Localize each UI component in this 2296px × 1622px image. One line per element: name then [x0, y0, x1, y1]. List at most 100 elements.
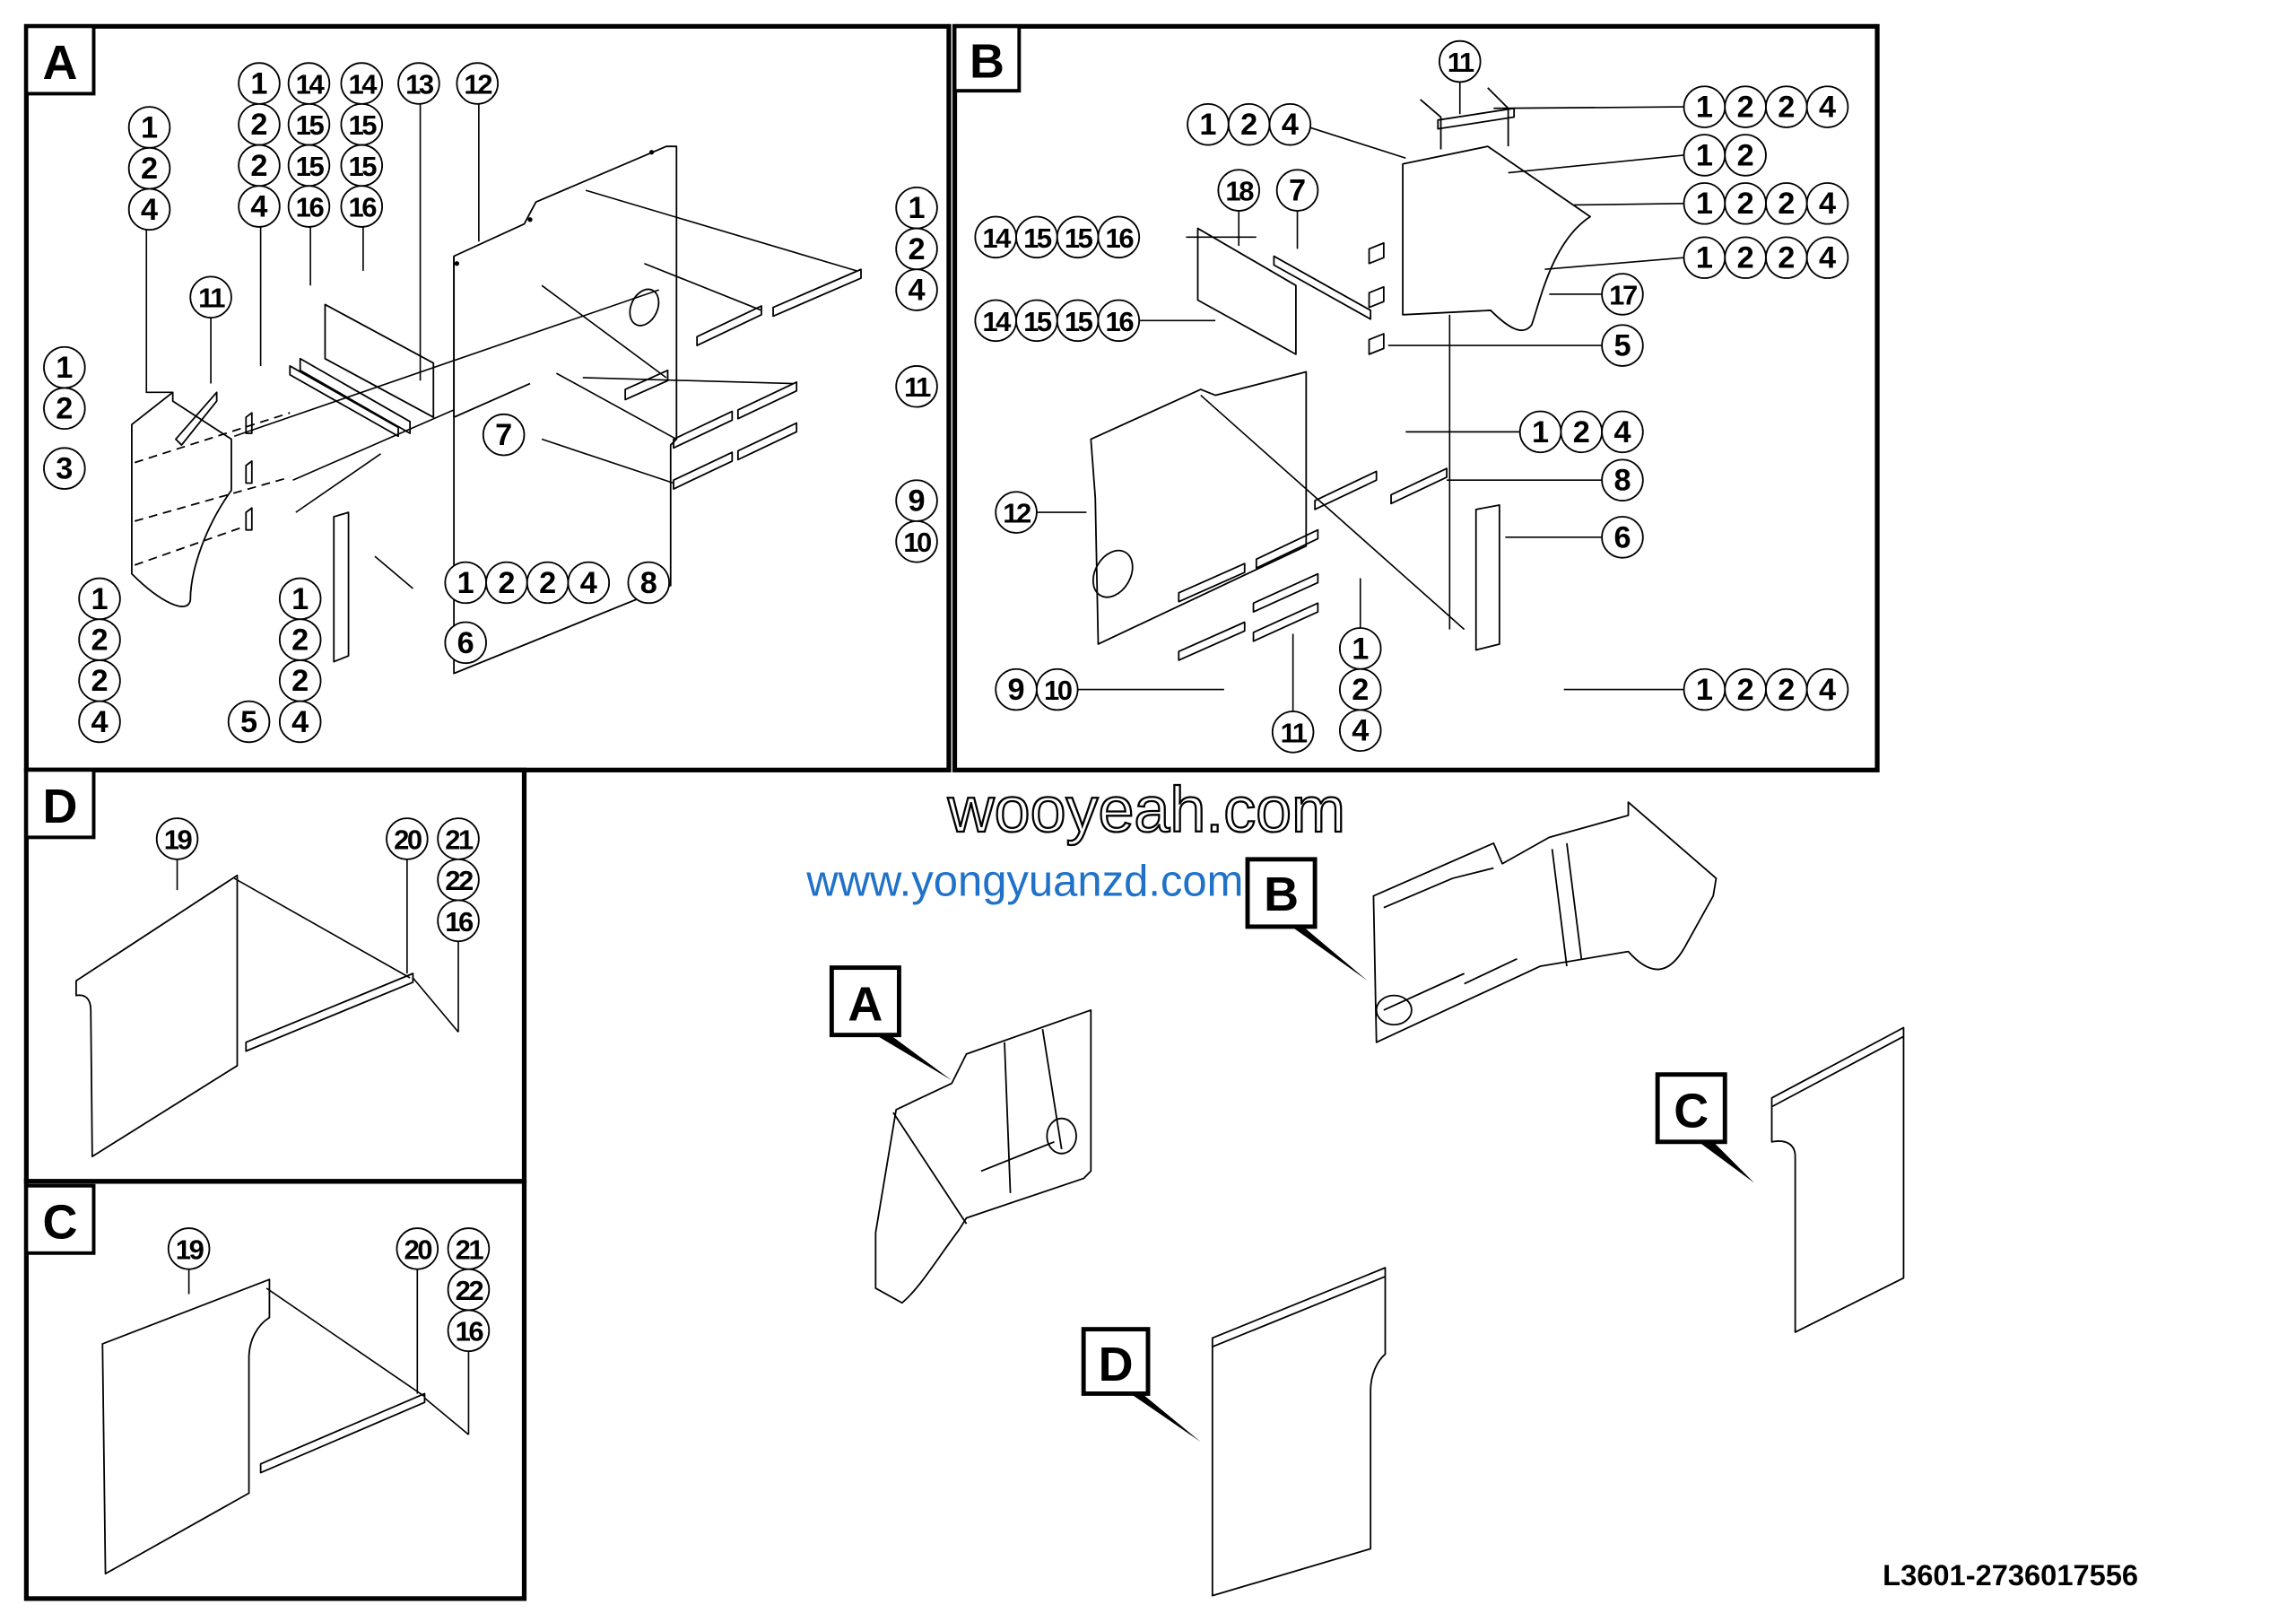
- callout-group: 11: [1439, 39, 1482, 83]
- overview-assembly: B A C D: [829, 801, 1905, 1597]
- callout-number: 4: [1819, 187, 1836, 221]
- callout-number: 14: [982, 306, 1012, 337]
- callout-balloon: [189, 275, 232, 318]
- fastener-line: [145, 219, 173, 394]
- callout-number: 11: [198, 283, 225, 314]
- overview-c-label-box: [1655, 1072, 1727, 1145]
- callout-number: 9: [909, 484, 926, 518]
- hole: [527, 217, 533, 222]
- part-12-panel-opening: [1091, 549, 1134, 598]
- callout-number: 11: [1448, 47, 1474, 78]
- callout-number: 1: [56, 351, 73, 385]
- overview-a: A: [829, 965, 1092, 1304]
- callout-balloon: [1097, 299, 1141, 343]
- callout-number: 11: [1281, 717, 1308, 748]
- callout-group: 20: [386, 817, 429, 860]
- watermark: wooyeah.com www.yongyuanzd.com: [805, 773, 1346, 906]
- callout-balloon: [155, 817, 199, 860]
- callout-group: 12: [43, 345, 86, 431]
- callout-number: 4: [1819, 91, 1836, 125]
- callout-number: 2: [56, 392, 73, 426]
- callout-number: 5: [1613, 329, 1631, 363]
- callout-number: 15: [296, 151, 325, 182]
- panel-c: C: [23, 1179, 527, 1601]
- part-12-panel: [1090, 371, 1308, 645]
- overview-d-label: D: [1099, 1338, 1134, 1391]
- callout-balloon: [43, 387, 86, 431]
- callout-group: 19: [155, 817, 199, 860]
- callout-balloon: [1271, 711, 1315, 754]
- callout-number: 1: [291, 582, 309, 616]
- callout-number: 1: [1696, 673, 1713, 707]
- callout-number: 9: [1008, 673, 1025, 707]
- callout-number: 21: [445, 824, 474, 855]
- callout-group: 11: [1271, 711, 1315, 754]
- callout-balloon: [238, 185, 281, 228]
- callout-group: 3: [43, 447, 86, 490]
- callout-group: 910: [895, 479, 938, 563]
- part-12-panel-opening: [629, 288, 660, 327]
- callout-group: 8: [1601, 458, 1644, 501]
- callout-balloon: [1724, 134, 1767, 177]
- overview-a-label-box: [829, 965, 901, 1038]
- callout-group: 5: [1601, 324, 1644, 367]
- callout-number: 3: [56, 452, 73, 486]
- part-11-top-strip: [1437, 107, 1516, 130]
- callout-number: 5: [240, 705, 257, 739]
- part-20-strip: [245, 972, 414, 1052]
- callout-group: 11: [895, 365, 938, 408]
- callout-balloon: [1601, 516, 1644, 559]
- strip: [736, 380, 798, 420]
- callout-number: 12: [464, 68, 491, 100]
- callout-number: 4: [291, 705, 309, 739]
- callout-number: 16: [1106, 222, 1135, 254]
- callout-number: 1: [457, 566, 474, 600]
- callout-number: 4: [580, 566, 597, 600]
- callout-number: 2: [291, 624, 309, 658]
- hole: [454, 261, 459, 266]
- callout-number: 2: [498, 566, 515, 600]
- callout-number: 4: [1613, 415, 1631, 449]
- panel-c-label: C: [42, 1195, 77, 1249]
- callout-group: 124: [127, 106, 171, 231]
- callout-balloon: [1805, 85, 1849, 128]
- overview-a-details: [892, 1028, 1063, 1225]
- callout-balloon: [895, 365, 938, 408]
- callout-number: 22: [445, 865, 473, 896]
- part-6-strip: [1474, 504, 1500, 651]
- overview-c-strip: [1771, 1035, 1904, 1108]
- callout-group: 12: [995, 491, 1038, 534]
- callout-group: 19: [167, 1227, 211, 1270]
- part-20-strip: [259, 1392, 426, 1474]
- callout-number: 16: [1106, 306, 1135, 337]
- hole: [648, 150, 655, 155]
- callout-number: 2: [141, 152, 158, 186]
- callout-number: 8: [640, 566, 657, 600]
- drawing-code: L3601-2736017556: [1883, 1558, 2138, 1591]
- part-5-clips: [245, 412, 253, 531]
- callout-number: 1: [1696, 241, 1713, 275]
- callout-number: 2: [1737, 673, 1754, 707]
- callout-balloon: [447, 1309, 491, 1353]
- overview-b-details: [1383, 842, 1583, 1011]
- callout-number: 14: [348, 68, 378, 100]
- panel-a-label-box: [24, 24, 96, 96]
- callout-number: 8: [1613, 464, 1631, 498]
- part-11-strips: [1178, 467, 1448, 661]
- part-12-panel-fold: [453, 256, 531, 418]
- callout-number: 20: [394, 824, 422, 855]
- callout-group: 20: [396, 1227, 439, 1270]
- callout-group: 5: [227, 700, 271, 744]
- callout-number: 2: [91, 624, 108, 658]
- callout-number: 2: [539, 566, 556, 600]
- callout-group: 17: [1601, 273, 1644, 316]
- callout-balloon: [456, 62, 499, 105]
